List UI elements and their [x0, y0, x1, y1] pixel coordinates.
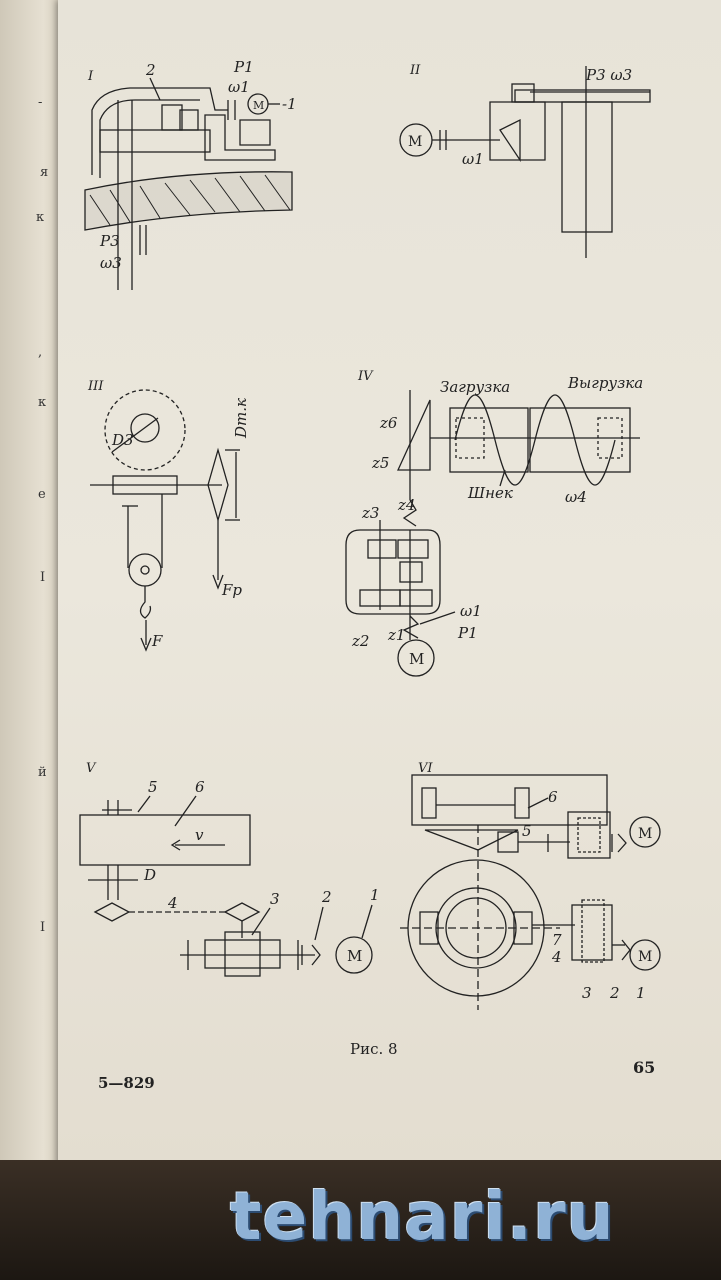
label-Dtk: Dт.к	[232, 398, 250, 439]
label-3: 3	[270, 890, 280, 908]
label-load: Загрузка	[440, 378, 510, 396]
label-7: 7	[552, 931, 562, 949]
diagram-III-label: III	[87, 379, 104, 394]
label-omega3: ω3	[100, 254, 122, 272]
left-page-edge: - я к , к е I й I	[0, 0, 62, 1180]
label-4: 4	[167, 894, 178, 912]
margin-fragment: е	[38, 487, 46, 502]
diagram-II: II M P3 ω3 ω1	[399, 63, 651, 258]
margin-fragment: I	[40, 920, 46, 935]
diagram-I: I M P1 ω1 -1 2 P3 ω3	[84, 58, 297, 290]
label-Fp: Fр	[221, 581, 242, 599]
motor-M-label: M	[638, 826, 652, 842]
print-code: 5—829	[98, 1074, 155, 1092]
diagram-V: V 5 6 v D 4 3	[79, 761, 380, 977]
figure-8-drawings: I M P1 ω1 -1 2 P3 ω3	[0, 0, 721, 1160]
label-2: 2	[321, 888, 332, 906]
diagram-VI-label: VI	[418, 761, 433, 776]
table-background	[0, 1160, 721, 1280]
label-1: 1	[636, 984, 646, 1002]
label-omega1: ω1	[462, 150, 484, 168]
label-1: -1	[282, 95, 297, 113]
label-z3: z3	[361, 504, 379, 522]
label-p3-omega3: P3 ω3	[585, 66, 632, 84]
diagram-II-label: II	[409, 63, 421, 78]
label-4: 4	[551, 948, 562, 966]
margin-fragment: к	[36, 210, 45, 225]
label-p1: P1	[457, 624, 478, 642]
label-6: 6	[548, 788, 558, 806]
label-p1: P1	[233, 58, 254, 76]
label-D: D	[143, 866, 156, 884]
label-omega1: ω1	[228, 78, 250, 96]
margin-fragment: ,	[38, 345, 43, 360]
diagram-VI: VI 6 5 M	[400, 761, 661, 1010]
label-v: v	[195, 826, 204, 844]
label-omega1: ω1	[460, 602, 482, 620]
motor-M-label: M	[409, 650, 424, 668]
label-unload: Выгрузка	[567, 374, 643, 392]
label-6: 6	[195, 778, 205, 796]
margin-fragment: я	[40, 165, 49, 180]
label-3: 3	[582, 984, 592, 1002]
label-5: 5	[148, 778, 158, 796]
label-z1: z1	[387, 626, 405, 644]
label-auger: Шнек	[467, 484, 513, 502]
label-5: 5	[522, 822, 532, 840]
label-D3: D3	[111, 431, 134, 449]
diagram-IV-label: IV	[357, 369, 374, 384]
motor-M-label: M	[638, 949, 652, 965]
motor-M-label: M	[253, 99, 264, 112]
margin-fragment: I	[40, 570, 46, 585]
label-1: 1	[370, 886, 380, 904]
motor-M-label: M	[347, 947, 362, 965]
label-omega4: ω4	[565, 488, 587, 506]
label-2: 2	[609, 984, 620, 1002]
margin-fragment: й	[38, 765, 47, 780]
book-page	[58, 0, 721, 1168]
label-z2: z2	[351, 632, 369, 650]
margin-fragment: -	[38, 95, 43, 110]
label-p3: P3	[99, 232, 120, 250]
label-F: F	[151, 632, 163, 650]
label-2: 2	[145, 61, 156, 79]
motor-M-label: M	[408, 134, 422, 150]
diagram-IV: IV Загрузка Выгрузка z6 z5 Шнек ω4 z3 z4	[345, 369, 643, 677]
label-z5: z5	[371, 454, 389, 472]
margin-fragment: к	[38, 395, 47, 410]
diagram-I-label: I	[87, 69, 94, 84]
diagram-V-label: V	[86, 761, 97, 776]
figure-caption: Рис. 8	[350, 1040, 398, 1058]
diagram-III: III D3 Dт.к Fр F	[87, 379, 250, 652]
site-watermark: tehnari.ru	[230, 1178, 615, 1255]
label-z6: z6	[379, 414, 398, 432]
page-number: 65	[633, 1058, 656, 1077]
